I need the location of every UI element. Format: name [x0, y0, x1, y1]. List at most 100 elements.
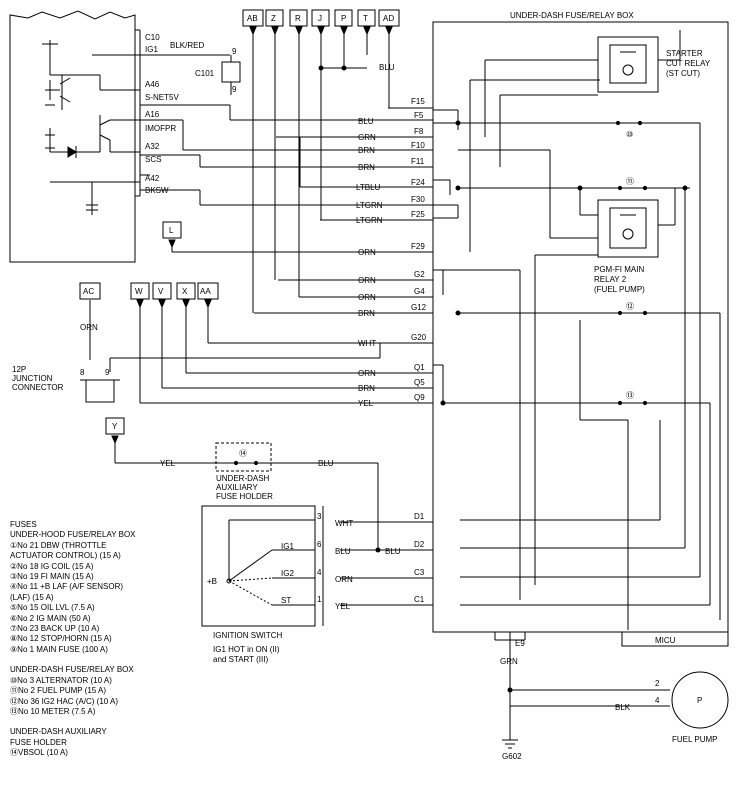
label-r: R — [295, 14, 301, 23]
term-f8: F8 — [414, 127, 424, 136]
term-f15: F15 — [411, 97, 425, 106]
term-d2: D2 — [414, 540, 425, 549]
connector-aa — [197, 282, 219, 300]
connector-j — [311, 9, 330, 27]
junction-line-1: 12P — [12, 365, 26, 374]
pgm-relay-line-1: PGM-FI MAIN — [594, 265, 644, 274]
connector-v — [152, 282, 172, 300]
label-v: V — [158, 287, 164, 296]
wire-g4: ORN — [358, 293, 376, 302]
pin-snet5v: S-NET5V — [145, 93, 179, 102]
wire-q5: BRN — [358, 384, 375, 393]
ign-pin-1: 1 — [317, 595, 322, 604]
ign-wire-blu: BLU — [335, 547, 351, 556]
fuse-note-line: ⑭VBSOL (10 A) — [10, 748, 68, 758]
term-f24: F24 — [411, 178, 425, 187]
pgm-relay-line-2: RELAY 2 — [594, 275, 627, 284]
term-f11: F11 — [411, 157, 425, 166]
term-f10: F10 — [411, 141, 425, 150]
fuse-note-line: ACTUATOR CONTROL) (15 A) — [10, 551, 121, 561]
pin-scs: SCS — [145, 155, 161, 164]
term-g4: G4 — [414, 287, 425, 296]
term-c3: C3 — [414, 568, 425, 577]
label-ad: AD — [383, 14, 394, 23]
pump-pin-4: 4 — [655, 696, 660, 705]
c101-label: C101 — [195, 69, 215, 78]
fuel-pump — [671, 671, 729, 729]
label-ac: AC — [83, 287, 94, 296]
term-q1: Q1 — [414, 363, 425, 372]
wire-f24: LTBLU — [356, 183, 381, 192]
connector-x — [176, 282, 196, 300]
label-l: L — [169, 226, 174, 235]
connector-ad — [378, 9, 400, 27]
fusebox-title: UNDER-DASH FUSE/RELAY BOX — [510, 11, 634, 20]
term-f29: F29 — [411, 242, 425, 251]
junction-line-2: JUNCTION — [12, 374, 53, 383]
ignition-pos-st: ST — [281, 596, 291, 605]
connector-w — [130, 282, 150, 300]
fuse-note-line: ⑨No 1 MAIN FUSE (100 A) — [10, 644, 108, 654]
term-f30: F30 — [411, 195, 425, 204]
micu-box — [621, 631, 729, 647]
ignition-pos-ig2: IG2 — [281, 569, 294, 578]
fuse-note-line: FUSES — [10, 520, 37, 529]
term-c1: C1 — [414, 595, 425, 604]
fuse-note-line: ⑤No 15 OIL LVL (7.5 A) — [10, 603, 95, 613]
micu-label: MICU — [655, 636, 676, 645]
ign-pin-6: 6 — [317, 540, 322, 549]
fuse-note-line: ④No 11 +B LAF (A/F SENSOR) — [10, 582, 124, 592]
term-f5: F5 — [414, 111, 424, 120]
connector-ab — [242, 9, 264, 27]
fuse-note-line: UNDER-DASH AUXILIARY — [10, 727, 107, 737]
ecm-box — [9, 10, 140, 263]
fuse-note-line: UNDER-DASH FUSE/RELAY BOX — [10, 665, 134, 675]
connector-r — [289, 9, 308, 27]
label-ab: AB — [247, 14, 258, 23]
wire-blk-pump: BLK — [615, 703, 631, 712]
wire-g20: WHT — [358, 339, 376, 348]
wire-blu-ad: BLU — [379, 63, 395, 72]
wire-f5: BLU — [358, 117, 374, 126]
fuse-note-line: ⑬No 10 METER (7.5 A) — [10, 706, 96, 716]
pgm-relay-line-3: (FUEL PUMP) — [594, 285, 645, 294]
aux-fuse-line-2: AUXILIARY — [216, 483, 258, 492]
starter-cut-relay — [597, 36, 659, 93]
fuse-note-line: (LAF) (15 A) — [10, 592, 54, 602]
fuse-note-line — [10, 655, 210, 665]
starter-relay-line-3: (ST CUT) — [666, 69, 700, 78]
fuse-note-line: ⑥No 2 IG MAIN (50 A) — [10, 613, 91, 623]
wire-g12: BRN — [358, 309, 375, 318]
label-y: Y — [112, 422, 118, 431]
pin-ig1: IG1 — [145, 45, 158, 54]
junction-connector — [85, 379, 115, 403]
wire-grn-e9: GRN — [500, 657, 518, 666]
pin-a42: A42 — [145, 174, 160, 183]
ign-pin-3: 3 — [317, 512, 322, 521]
term-f25: F25 — [411, 210, 425, 219]
fuse-11-label: ⑪ — [626, 177, 634, 186]
ign-wire-yel: YEL — [335, 602, 351, 611]
connector-t — [357, 9, 376, 27]
wire-q9: YEL — [358, 399, 374, 408]
term-g2: G2 — [414, 270, 425, 279]
junction-pin-8: 8 — [80, 368, 85, 377]
e9-label: E9 — [515, 639, 525, 648]
wire-f11: BRN — [358, 163, 375, 172]
wire-blu-d2: BLU — [385, 547, 401, 556]
connector-ac — [79, 282, 101, 300]
pgm-fi-main-relay-2 — [597, 199, 659, 258]
pin-imofpr: IMOFPR — [145, 124, 176, 133]
starter-relay-line-2: CUT RELAY — [666, 59, 711, 68]
c101-pin-bottom: 9 — [232, 85, 237, 94]
term-g20: G20 — [411, 333, 427, 342]
junction-pin-9: 9 — [105, 368, 110, 377]
pin-a16: A16 — [145, 110, 160, 119]
label-aa: AA — [200, 287, 211, 296]
wire-f10: BRN — [358, 146, 375, 155]
top-connectors — [242, 9, 400, 36]
ign-wire-wht: WHT — [335, 519, 353, 528]
ign-pin-4: 4 — [317, 568, 322, 577]
